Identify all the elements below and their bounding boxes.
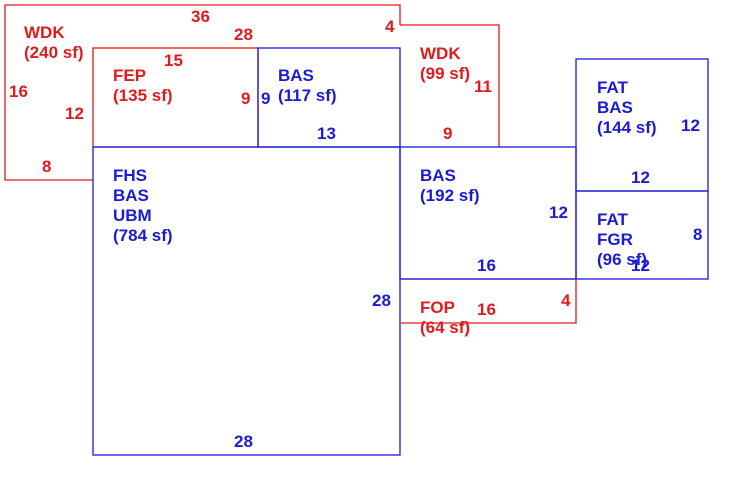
dimension-label: 9 xyxy=(443,124,452,143)
area-label-line: WDK xyxy=(24,23,65,42)
area-label-line: BAS xyxy=(420,166,456,185)
dimension-label: 15 xyxy=(164,51,183,70)
dimension-labels: 36 4 28 16 12 8 15 9 9 13 11 9 12 12 12 … xyxy=(9,7,702,451)
area-label-line: BAS xyxy=(278,66,314,85)
area-label-line: (240 sf) xyxy=(24,43,84,62)
dimension-label: 28 xyxy=(372,291,391,310)
area-label: WDK(99 sf) xyxy=(420,44,470,83)
area-label-line: FGR xyxy=(597,230,633,249)
dimension-label: 36 xyxy=(191,7,210,26)
area-label-line: UBM xyxy=(113,206,152,225)
dimension-label: 8 xyxy=(42,157,51,176)
area-label-line: FOP xyxy=(420,298,455,317)
area-label-line: FAT xyxy=(597,78,628,97)
dimension-label: 16 xyxy=(477,300,496,319)
area-label-line: (117 sf) xyxy=(278,86,337,105)
dimension-label: 4 xyxy=(385,17,395,36)
dimension-label: 11 xyxy=(474,77,492,96)
dimension-label: 12 xyxy=(65,104,84,123)
area-label-line: (784 sf) xyxy=(113,226,173,245)
area-label-line: FEP xyxy=(113,66,146,85)
area-label-line: (96 sf) xyxy=(597,250,647,269)
wdk-240-outline xyxy=(4,4,401,181)
area-labels: WDK(240 sf) FEP(135 sf) BAS(117 sf) WDK(… xyxy=(24,23,657,337)
dimension-label: 28 xyxy=(234,432,253,451)
area-label-line: WDK xyxy=(420,44,461,63)
dimension-label: 12 xyxy=(549,203,568,222)
area-label: FOP(64 sf) xyxy=(420,298,470,337)
area-label-line: BAS xyxy=(597,98,633,117)
area-label: BAS(192 sf) xyxy=(420,166,480,205)
area-label: FEP(135 sf) xyxy=(113,66,173,105)
dimension-label: 12 xyxy=(681,116,700,135)
area-label-line: (99 sf) xyxy=(420,64,470,83)
dimension-label: 28 xyxy=(234,25,253,44)
area-label-line: BAS xyxy=(113,186,149,205)
dimension-label: 8 xyxy=(693,225,702,244)
area-label-line: (144 sf) xyxy=(597,118,657,137)
area-label-line: (135 sf) xyxy=(113,86,173,105)
dimension-label: 16 xyxy=(477,256,496,275)
dimension-label: 9 xyxy=(261,89,270,108)
dimension-label: 12 xyxy=(631,168,650,187)
wdk-99-outline xyxy=(400,24,500,147)
area-label-line: (192 sf) xyxy=(420,186,480,205)
dimension-label: 12 xyxy=(631,256,650,275)
fat-fgr-96-outline xyxy=(575,190,709,280)
dimension-label: 9 xyxy=(241,89,250,108)
fhs-bas-ubm-784-outline xyxy=(92,146,401,456)
dimension-label: 13 xyxy=(317,124,336,143)
area-label: WDK(240 sf) xyxy=(24,23,84,62)
outline-shapes xyxy=(4,4,709,456)
area-label: BAS(117 sf) xyxy=(278,66,337,105)
dimension-label: 16 xyxy=(9,82,28,101)
area-label-line: (64 sf) xyxy=(420,318,470,337)
area-label-line: FHS xyxy=(113,166,147,185)
area-label-line: FAT xyxy=(597,210,628,229)
dimension-label: 4 xyxy=(561,291,571,310)
